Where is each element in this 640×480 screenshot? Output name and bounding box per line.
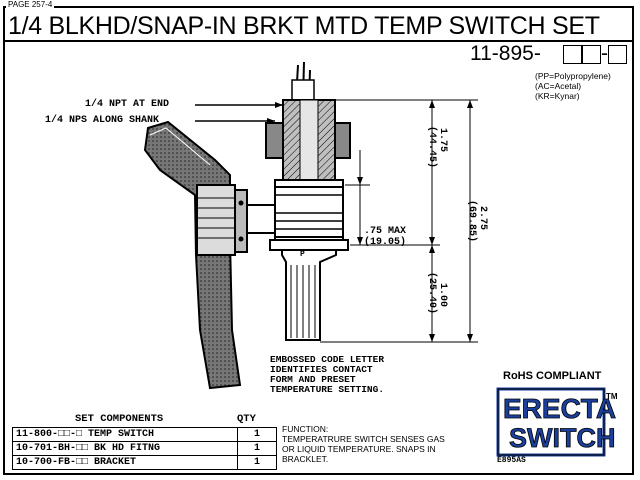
dim-1-75-in: 1.75 (437, 128, 448, 153)
function-line: TEMPERATRURE SWITCH SENSES GAS (282, 434, 445, 444)
dim-2-75: 2.75 (477, 206, 488, 230)
function-line: FUNCTION: (282, 424, 329, 434)
table-row: 11-800-□□-□ TEMP SWITCH 1 (12, 427, 277, 442)
rohs-compliant: RoHS COMPLIANT (503, 370, 602, 382)
bulkhead-flange (234, 189, 248, 253)
callout-nps: 1/4 NPS ALONG SHANK (45, 115, 160, 126)
dim-075-max: .75 MAX (364, 226, 407, 237)
note-line: FORM AND PRESET (270, 374, 356, 385)
dim-1-00-mm: (25.40) (426, 272, 437, 314)
component-qty: 1 (237, 455, 277, 470)
component-part: 10-701-BH-□□ BK HD FITNG (12, 441, 238, 456)
dim-2-75-in: 2.75 (477, 206, 488, 231)
component-part: 10-700-FB-□□ BRACKET (12, 455, 238, 470)
dim-1-00-mm-text: (25.40) (426, 272, 437, 315)
material-legend: (PP=Polypropylene) (AC=Acetal) (KR=Kynar… (535, 71, 611, 101)
drawing-title: 1/4 BLKHD/SNAP-IN BRKT MTD TEMP SWITCH S… (8, 12, 600, 40)
part-number-prefix: 11-895- (470, 42, 541, 65)
option-box (563, 45, 582, 64)
logo-code: E895AS (497, 456, 526, 465)
part-number-separator: - (601, 42, 608, 65)
material-kr: (KR=Kynar) (535, 91, 580, 101)
qty-title: QTY (237, 413, 256, 425)
function-description: FUNCTION: TEMPERATRURE SWITCH SENSES GAS… (282, 424, 445, 464)
dim-1-75: 1.75 (437, 128, 448, 152)
function-line: BRACKLET. (282, 454, 329, 464)
switch-wing-left (265, 122, 284, 159)
material-ac: (AC=Acetal) (535, 81, 582, 91)
component-qty: 1 (237, 427, 277, 442)
dim-075-mm: (19.05) (364, 237, 407, 248)
note-line: EMBOSSED CODE LETTER (270, 354, 385, 365)
dim-1-75-mm-text: (44.45) (426, 126, 437, 169)
function-line: OR LIQUID TEMPERATURE. SNAPS IN (282, 444, 436, 454)
bracket-arm (246, 204, 278, 234)
material-pp: (PP=Polypropylene) (535, 71, 611, 81)
option-box (608, 45, 627, 64)
logo-tm: TM (606, 392, 618, 401)
code-letter-note: EMBOSSED CODE LETTER IDENTIFIES CONTACT … (270, 355, 384, 395)
note-line: TEMPERATURE SETTING. (270, 384, 385, 395)
drawing-frame (3, 6, 634, 475)
dim-2-75-mm-text: (69.85) (466, 200, 477, 243)
logo-line1: ERECTA (503, 393, 616, 424)
probe-code-letter: P (300, 250, 305, 259)
callout-npt: 1/4 NPT AT END (85, 99, 170, 110)
component-part: 11-800-□□-□ TEMP SWITCH (12, 427, 238, 442)
set-components-table: 11-800-□□-□ TEMP SWITCH 1 10-701-BH-□□ B… (12, 427, 277, 470)
set-components-title: SET COMPONENTS (75, 413, 164, 425)
erecta-switch-logo: ERECTA SWITCH TM E895AS (496, 387, 618, 465)
note-line: IDENTIFIES CONTACT (270, 364, 373, 375)
part-number: 11-895- (470, 42, 541, 66)
option-box (582, 45, 601, 64)
component-qty: 1 (237, 441, 277, 456)
threaded-shank (274, 179, 344, 241)
switch-wing-right (334, 122, 351, 159)
bracket-contour (149, 127, 211, 166)
logo-line2: SWITCH (509, 423, 615, 453)
dim-1-00: 1.00 (437, 283, 448, 307)
title-rule (5, 40, 632, 42)
table-row: 10-701-BH-□□ BK HD FITNG 1 (12, 441, 277, 456)
page-tag: PAGE 257-4 (6, 0, 55, 9)
dim-1-75-mm: (44.45) (426, 126, 437, 168)
bulkhead-nut (196, 184, 236, 256)
table-row: 10-700-FB-□□ BRACKET 1 (12, 455, 277, 470)
part-number-option-boxes: - (563, 42, 627, 65)
dim-2-75-mm: (69.85) (466, 200, 477, 242)
dim-1-00-in: 1.00 (437, 283, 448, 308)
